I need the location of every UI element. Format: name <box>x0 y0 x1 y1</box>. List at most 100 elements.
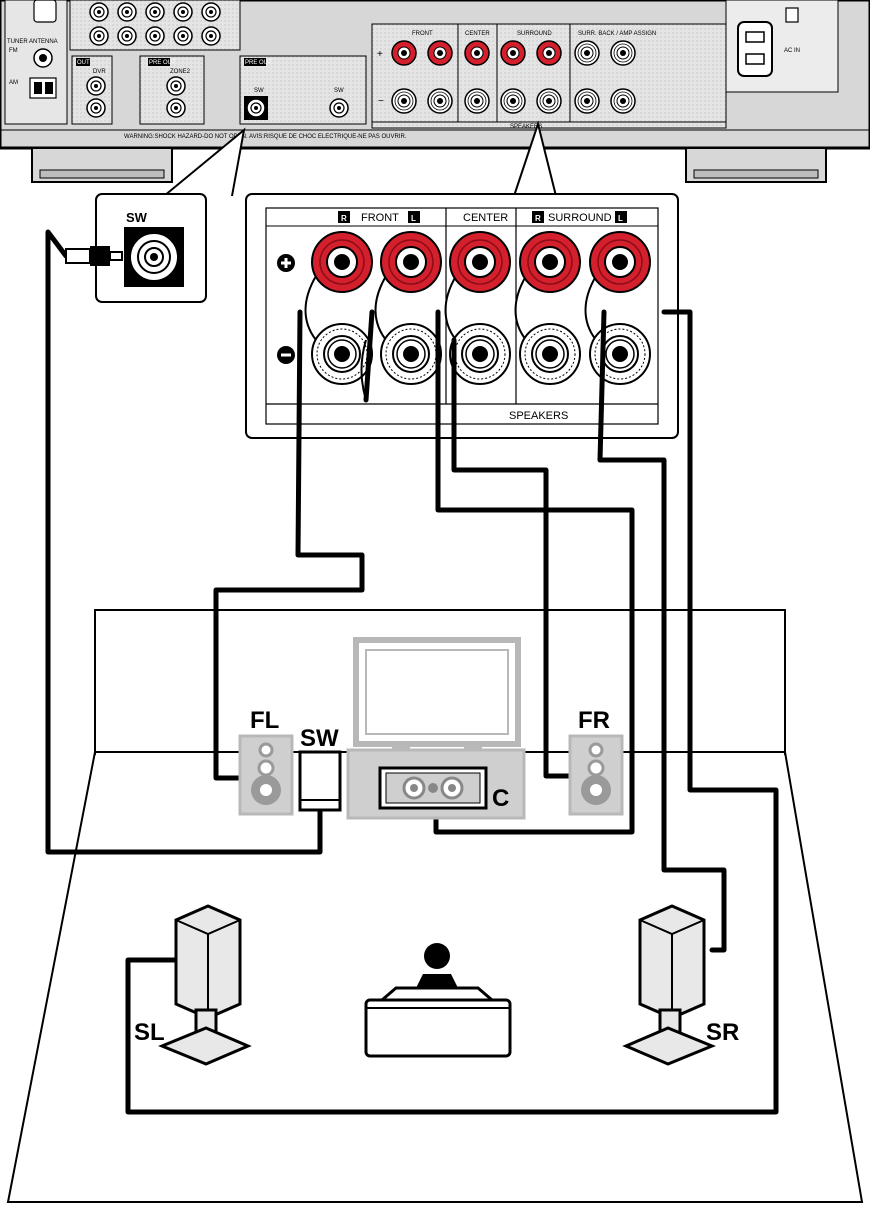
receiver-front-label: FRONT <box>412 31 433 37</box>
label-c: C <box>492 785 509 812</box>
dvr-label: DVR <box>93 69 106 75</box>
zone2-jack-r[interactable] <box>166 98 186 118</box>
plus-small-symbol: + <box>377 49 383 60</box>
front-left-speaker <box>238 734 294 816</box>
terminal-surr-back-l-minus[interactable] <box>610 88 636 114</box>
sw-callout: SW <box>95 127 246 303</box>
tuner-antenna-label: TUNER ANTENNA <box>7 39 58 45</box>
am-label: AM <box>9 80 18 86</box>
terminal-surround-r-minus-large[interactable] <box>519 323 581 385</box>
terminal-surround-l-minus[interactable] <box>536 88 562 114</box>
subwoofer-preout-jack[interactable] <box>246 98 266 118</box>
sw-callout-label: SW <box>126 210 148 225</box>
plus-symbol <box>277 254 295 272</box>
center-cable <box>433 309 635 835</box>
terminal-front-r-plus[interactable] <box>391 40 417 66</box>
rca-jack[interactable] <box>201 26 221 46</box>
rca-jack[interactable] <box>173 2 193 22</box>
rca-jack[interactable] <box>117 2 137 22</box>
rca-jack[interactable] <box>173 26 193 46</box>
center-label: CENTER <box>463 212 508 224</box>
label-fl: FL <box>250 707 279 734</box>
terminal-front-r-minus[interactable] <box>391 88 417 114</box>
front-left-cable-a <box>213 309 365 781</box>
front-label: FRONT <box>361 212 399 224</box>
subwoofer-output-jack[interactable] <box>129 232 179 282</box>
terminal-front-r-plus-large[interactable] <box>311 231 373 293</box>
terminal-front-l-plus[interactable] <box>427 40 453 66</box>
label-sl: SL <box>134 1019 165 1046</box>
zone2-label: ZONE2 <box>170 69 191 75</box>
terminal-surround-l-plus-large[interactable] <box>589 231 651 293</box>
fm-antenna-jack[interactable] <box>33 48 53 68</box>
terminal-center-plus[interactable] <box>464 40 490 66</box>
listener-head <box>424 943 450 969</box>
terminal-surround-l-plus[interactable] <box>536 40 562 66</box>
fm-label: FM <box>9 48 18 54</box>
surround-left-speaker <box>158 904 252 1066</box>
sw-small-label-1: SW <box>254 88 264 94</box>
center-speaker <box>378 766 488 810</box>
surround-l-badge: L <box>618 214 623 223</box>
preout-badge: PRE OUT <box>245 60 272 66</box>
ac-in-label: AC IN <box>784 48 800 54</box>
listener-sofa <box>364 943 512 1058</box>
zone2-preout-badge: PRE OUT <box>149 60 176 66</box>
terminal-front-l-minus-large[interactable] <box>380 323 442 385</box>
terminal-front-l-plus-large[interactable] <box>380 231 442 293</box>
surround-r-badge: R <box>535 214 541 223</box>
minus-symbol <box>277 346 295 364</box>
label-sr: SR <box>706 1019 739 1046</box>
terminal-surr-back-l-plus[interactable] <box>610 40 636 66</box>
front-right-cable <box>451 337 573 779</box>
terminal-surround-r-plus[interactable] <box>500 40 526 66</box>
surround-right-cable <box>597 309 727 953</box>
television <box>353 637 521 750</box>
dvr-jack-l[interactable] <box>86 76 106 96</box>
terminal-center-plus-large[interactable] <box>449 231 511 293</box>
terminal-surr-back-r-minus[interactable] <box>574 88 600 114</box>
front-right-speaker <box>568 734 624 816</box>
terminal-surround-r-plus-large[interactable] <box>519 231 581 293</box>
speaker-terminal-panel: R FRONT L CENTER R SURROUND L SPEAKERS <box>245 120 679 439</box>
speaker-cables <box>45 229 779 1115</box>
surround-right-speaker <box>622 904 716 1066</box>
receiver-rear-panel: TUNER ANTENNA FM AM OUT DVR <box>0 0 870 183</box>
label-fr: FR <box>578 707 610 734</box>
receiver-surround-label: SURROUND <box>517 31 552 37</box>
rca-jack[interactable] <box>145 2 165 22</box>
receiver-speakers-label: SPEAKERS <box>510 124 542 130</box>
terminal-surround-r-minus[interactable] <box>500 88 526 114</box>
subwoofer-preout-jack-2[interactable] <box>329 98 349 118</box>
front-left-cable-b <box>363 309 375 403</box>
subwoofer <box>298 750 342 812</box>
rca-jack[interactable] <box>89 26 109 46</box>
rca-plug <box>65 246 123 266</box>
rca-jack[interactable] <box>117 26 137 46</box>
subwoofer-cable <box>45 229 323 855</box>
terminal-center-minus[interactable] <box>464 88 490 114</box>
receiver-center-label: CENTER <box>465 31 490 37</box>
rca-jack[interactable] <box>89 2 109 22</box>
front-r-badge: R <box>341 214 347 223</box>
front-l-badge: L <box>411 214 416 223</box>
terminal-surr-back-r-plus[interactable] <box>574 40 600 66</box>
rca-jack[interactable] <box>201 2 221 22</box>
receiver-surr-back-label: SURR. BACK / AMP ASSIGN <box>578 31 656 37</box>
warning-text: WARNING:SHOCK HAZARD-DO NOT OPEN. AVIS:R… <box>124 134 407 140</box>
dvr-jack-r[interactable] <box>86 98 106 118</box>
minus-small-symbol: − <box>378 96 384 107</box>
terminal-center-minus-large[interactable] <box>449 323 511 385</box>
surround-left-cable <box>125 309 779 1115</box>
terminal-surround-l-minus-large[interactable] <box>589 323 651 385</box>
ac-inlet[interactable] <box>737 21 773 77</box>
out-badge: OUT <box>77 60 90 66</box>
terminal-front-l-minus[interactable] <box>427 88 453 114</box>
rca-jack[interactable] <box>145 26 165 46</box>
sw-small-label-2: SW <box>334 88 344 94</box>
surround-label: SURROUND <box>548 212 612 224</box>
zone2-jack-l[interactable] <box>166 76 186 96</box>
panel-speakers-label: SPEAKERS <box>509 410 568 422</box>
label-sw: SW <box>300 725 339 752</box>
